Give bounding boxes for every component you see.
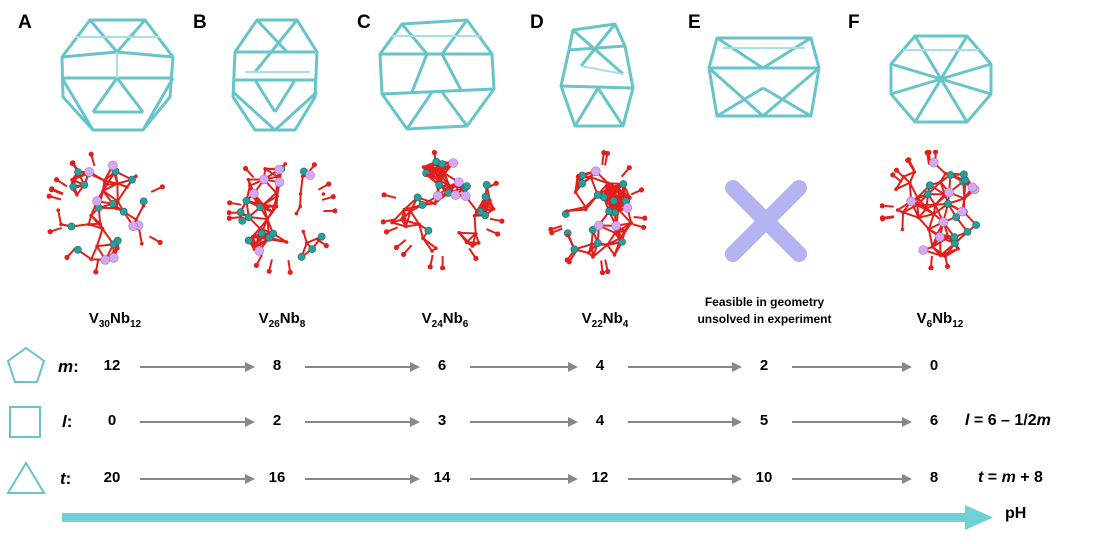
cluster-f-structure — [880, 150, 981, 270]
panel-label-a: A — [18, 12, 32, 33]
panel-label-e: E — [688, 12, 701, 33]
progression-arrow — [628, 362, 742, 372]
cluster-d-structure — [548, 150, 647, 275]
row-m-value: 2 — [759, 357, 769, 374]
progression-arrow — [470, 362, 578, 372]
square-icon — [9, 406, 41, 438]
panel-label-d: D — [530, 12, 544, 33]
row-t-value: 8 — [929, 469, 939, 486]
progression-arrow — [140, 474, 255, 484]
cage-e-polyhedron — [707, 36, 821, 118]
progression-arrow — [628, 474, 742, 484]
cluster-a-structure — [46, 151, 165, 275]
cage-a-polyhedron — [60, 18, 175, 132]
progression-arrow — [305, 417, 420, 427]
formula-a: V30Nb12 — [88, 310, 142, 330]
row-label-t: t: — [60, 469, 72, 488]
row-t-value: 14 — [433, 469, 451, 486]
row-t-value: 20 — [103, 469, 121, 486]
progression-arrow — [792, 362, 912, 372]
panel-label-f: F — [848, 12, 860, 33]
cage-b-polyhedron — [231, 18, 319, 132]
formula-b: V26Nb8 — [258, 310, 306, 330]
panel-label-b: B — [193, 12, 207, 33]
row-m-value: 6 — [437, 357, 447, 374]
formula-c: V24Nb6 — [421, 310, 469, 330]
row-t-value: 16 — [268, 469, 286, 486]
cluster-c-structure — [380, 150, 505, 270]
progression-arrow — [628, 417, 742, 427]
row-t-value: 10 — [755, 469, 773, 486]
progression-arrow — [792, 417, 912, 427]
triangle-icon — [6, 461, 46, 494]
row-l-value: 3 — [437, 412, 447, 429]
progression-arrow — [140, 417, 255, 427]
equation-l: l = 6 – 1/2m — [965, 412, 1051, 429]
cage-c-polyhedron — [378, 18, 496, 131]
progression-arrow — [792, 474, 912, 484]
row-label-l: l: — [62, 412, 73, 431]
formula-f: V6Nb12 — [916, 310, 964, 330]
ph-axis-arrow — [62, 505, 993, 530]
row-m-value: 12 — [103, 357, 121, 374]
cluster-b-structure — [227, 162, 337, 275]
row-l-value: 0 — [107, 412, 117, 429]
progression-arrow — [470, 474, 578, 484]
row-l-value: 6 — [929, 412, 939, 429]
equation-t: t = m + 8 — [978, 469, 1043, 486]
formula-d: V22Nb4 — [581, 310, 629, 330]
row-l-value: 5 — [759, 412, 769, 429]
panel-label-c: C — [357, 12, 371, 33]
row-label-m: m: — [58, 357, 79, 376]
note-e: Feasible in geometry unsolved in experim… — [697, 295, 832, 326]
progression-arrow — [470, 417, 578, 427]
ph-axis-label: pH — [1005, 505, 1027, 522]
progression-arrow — [305, 362, 420, 372]
cage-f-polyhedron — [889, 34, 993, 124]
row-l-value: 4 — [595, 412, 605, 429]
progression-arrow — [140, 362, 255, 372]
row-t-value: 12 — [591, 469, 609, 486]
row-l-value: 2 — [272, 412, 282, 429]
cage-d-polyhedron — [559, 22, 635, 128]
pentagon-icon — [6, 346, 46, 383]
row-m-value: 4 — [595, 357, 605, 374]
row-m-value: 8 — [272, 357, 282, 374]
cross-icon — [725, 180, 807, 262]
row-m-value: 0 — [929, 357, 939, 374]
progression-arrow — [305, 474, 420, 484]
